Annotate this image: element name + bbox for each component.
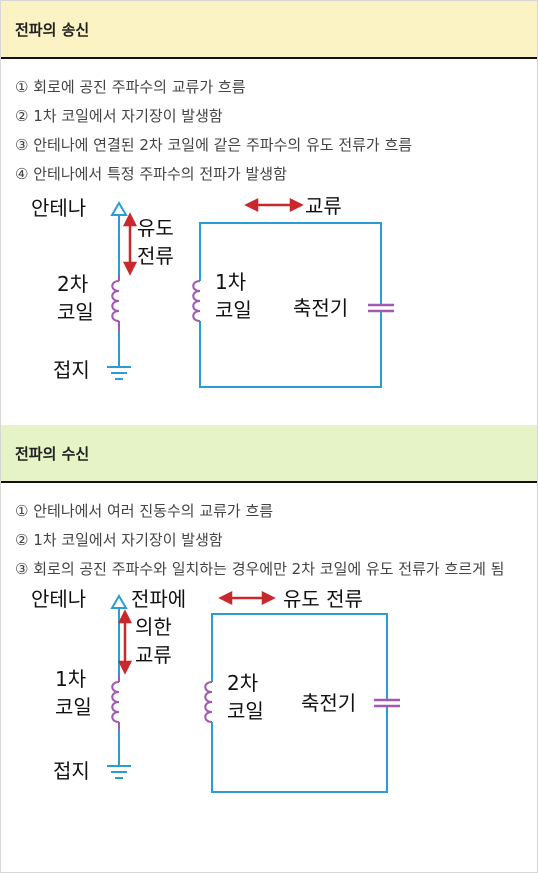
antenna-icon [110,594,128,676]
coil-icon [111,676,120,730]
list-item: ② 1차 코일에서 자기장이 발생함 [15,531,223,549]
section-header-receive: 전파의 수신 [1,425,537,483]
list-item: ② 1차 코일에서 자기장이 발생함 [15,107,223,125]
induced-current-arrow [122,212,138,276]
coil-label: 1차 [215,270,246,294]
capacitor-label: 축전기 [301,691,356,715]
antenna-label: 안테나 [31,587,86,611]
capacitor-label: 축전기 [293,296,348,320]
coil-label: 코일 [227,699,264,723]
capacitor-icon [368,303,394,313]
coil-label: 코일 [215,298,252,322]
ground-icon [107,366,131,380]
ground-label: 접지 [53,358,90,382]
section-title: 전파의 송신 [15,20,90,39]
coil-icon [111,275,120,331]
coil-label: 2차 [227,671,258,695]
induced-label: 전류 [137,244,174,268]
ground-icon [107,765,131,779]
transmit-diagram: 안테나 유도 전류 2차 코일 1차 코일 교류 축전기 접지 [1,189,537,425]
wave-label: 교류 [135,643,172,667]
induced-current-arrow [218,590,276,606]
ac-arrow [244,197,304,213]
antenna-icon [110,201,128,275]
wave-label: 의한 [135,615,172,639]
induced-label: 유도 [137,216,174,240]
ground-label: 접지 [53,759,90,783]
coil-label: 코일 [55,695,92,719]
ac-label: 교류 [305,194,342,218]
capacitor-icon [374,698,400,708]
list-item: ③ 회로의 공진 주파수와 일치하는 경우에만 2차 코일에 유도 전류가 흐르… [15,560,505,578]
section-header-transmit: 전파의 송신 [1,1,537,59]
list-item: ③ 안테나에 연결된 2차 코일에 같은 주파수의 유도 전류가 흐름 [15,136,413,154]
list-item: ① 회로에 공진 주파수의 교류가 흐름 [15,78,246,96]
circuit-wire [211,613,388,793]
coil-label: 2차 [57,272,88,296]
transmit-steps: ① 회로에 공진 주파수의 교류가 흐름 ② 1차 코일에서 자기장이 발생함 … [1,59,537,189]
coil-label: 코일 [57,300,94,324]
receive-diagram: 안테나 전파에 의한 교류 1차 코일 2차 코일 유도 전류 축전기 접지 [1,584,537,824]
list-item: ④ 안테나에서 특정 주파수의 전파가 발생함 [15,165,287,183]
coil-icon [192,280,201,322]
circuit-wire [199,222,382,388]
induced-label: 유도 전류 [283,587,363,611]
coil-label: 1차 [55,667,86,691]
coil-icon [204,681,213,723]
list-item: ① 안테나에서 여러 진동수의 교류가 흐름 [15,502,274,520]
wave-label: 전파에 [131,587,186,611]
receive-steps: ① 안테나에서 여러 진동수의 교류가 흐름 ② 1차 코일에서 자기장이 발생… [1,483,537,584]
wave-current-arrow [117,609,133,675]
antenna-label: 안테나 [31,196,86,220]
section-title: 전파의 수신 [15,444,90,463]
